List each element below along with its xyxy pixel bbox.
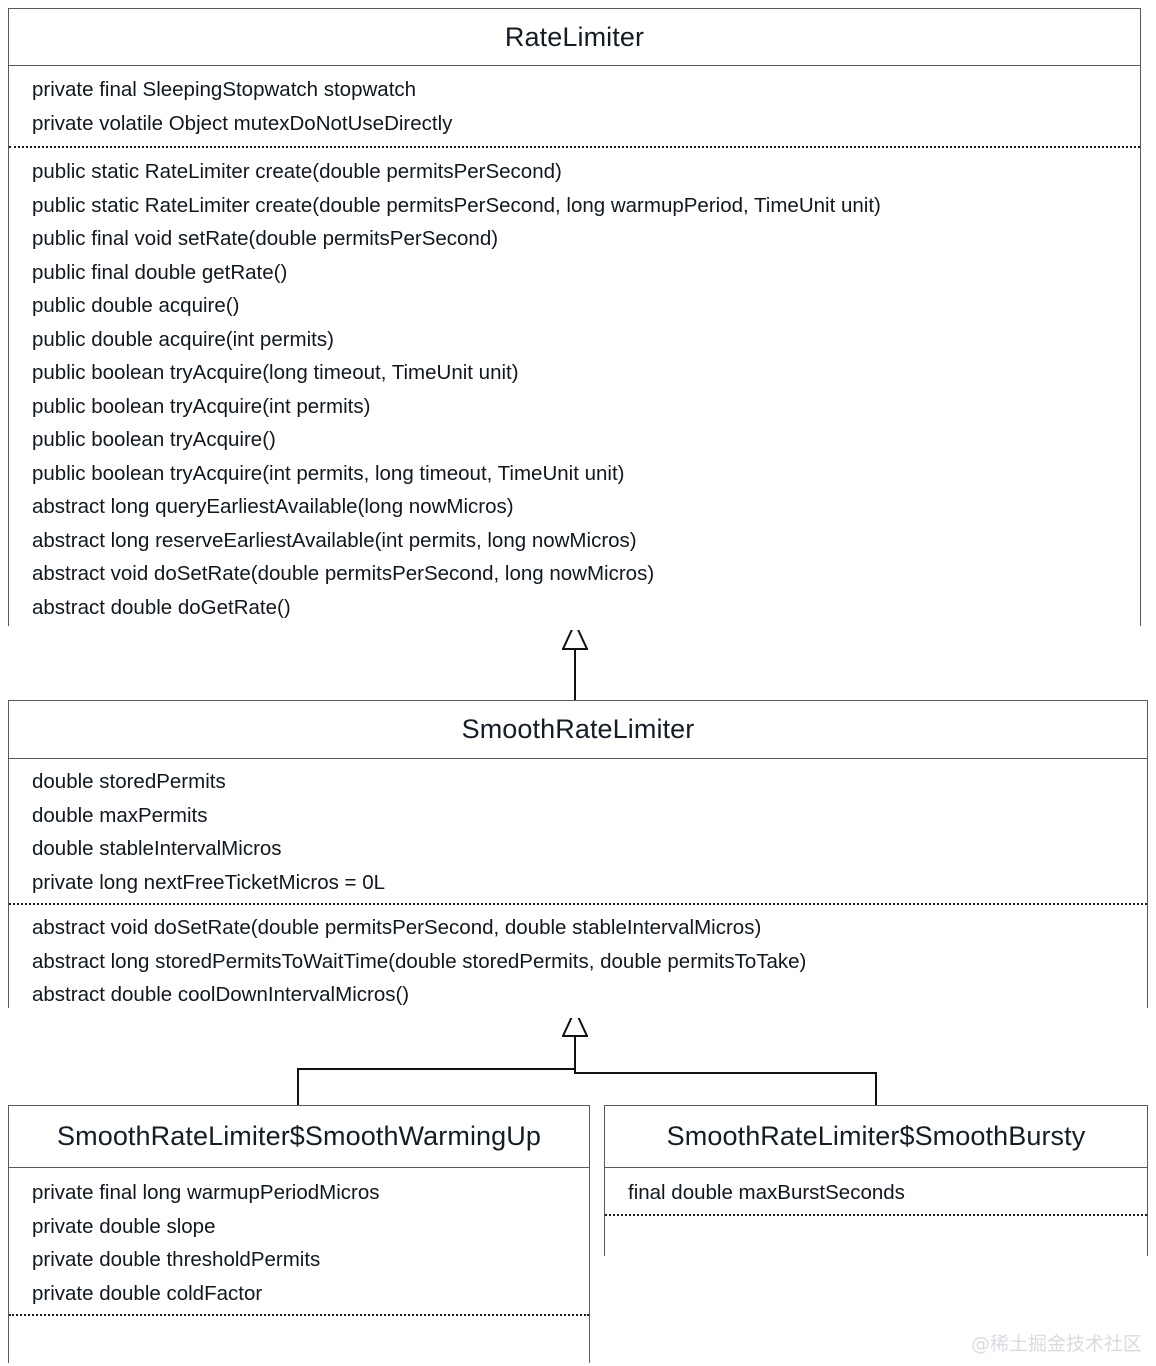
method-row: public boolean tryAcquire(long timeout, …: [32, 361, 519, 384]
class-box-ratelimiter[interactable]: RateLimiter private final SleepingStopwa…: [8, 8, 1141, 630]
generalization-branch-left-vertical: [297, 1068, 299, 1106]
method-row: public static RateLimiter create(double …: [32, 193, 881, 217]
attribute-row: double stableIntervalMicros: [32, 837, 282, 860]
generalization-branch-right-horizontal: [574, 1072, 877, 1074]
method-row: public boolean tryAcquire(): [32, 428, 276, 451]
class-header-smoothbursty: SmoothRateLimiter$SmoothBursty: [605, 1106, 1147, 1168]
generalization-branch-right-vertical: [875, 1072, 877, 1106]
attribute-row: final double maxBurstSeconds: [628, 1181, 905, 1204]
generalization-line-subclass-trunk: [574, 1036, 576, 1072]
class-attributes-smoothbursty: final double maxBurstSeconds: [605, 1168, 1147, 1216]
method-row: abstract long storedPermitsToWaitTime(do…: [32, 949, 807, 973]
method-row: public final void setRate(double permits…: [32, 227, 499, 250]
method-row: abstract double doGetRate(): [32, 595, 291, 619]
attribute-row: private final SleepingStopwatch stopwatc…: [32, 78, 417, 101]
class-header-ratelimiter: RateLimiter: [9, 9, 1140, 66]
attribute-row: private double coldFactor: [32, 1281, 263, 1305]
method-row: abstract void doSetRate(double permitsPe…: [32, 916, 762, 939]
class-title-smoothbursty: SmoothRateLimiter$SmoothBursty: [666, 1121, 1086, 1151]
method-row: public static RateLimiter create(double …: [32, 160, 562, 183]
method-row: public final double getRate(): [32, 260, 288, 284]
method-row: abstract long reserveEarliestAvailable(i…: [32, 528, 637, 552]
class-methods-smoothratelimiter: abstract void doSetRate(double permitsPe…: [9, 905, 1147, 1018]
method-row: abstract long queryEarliestAvailable(lon…: [32, 495, 514, 518]
attribute-row: private volatile Object mutexDoNotUseDir…: [32, 111, 453, 135]
generalization-line-smoothratelimiter: [574, 649, 576, 701]
class-title-ratelimiter: RateLimiter: [504, 21, 645, 52]
attribute-row: private final long warmupPeriodMicros: [32, 1181, 380, 1204]
method-row: abstract double coolDownIntervalMicros(): [32, 983, 410, 1006]
class-methods-ratelimiter: public static RateLimiter create(double …: [9, 148, 1140, 630]
class-title-smoothratelimiter: SmoothRateLimiter: [461, 714, 695, 744]
class-box-smoothbursty[interactable]: SmoothRateLimiter$SmoothBursty final dou…: [604, 1105, 1148, 1258]
method-row: public boolean tryAcquire(int permits): [32, 394, 371, 418]
generalization-branch-left-horizontal: [297, 1068, 576, 1070]
class-attributes-ratelimiter: private final SleepingStopwatch stopwatc…: [9, 66, 1140, 148]
attribute-row: private double slope: [32, 1214, 216, 1238]
class-header-smoothratelimiter: SmoothRateLimiter: [9, 701, 1147, 759]
attribute-row: double maxPermits: [32, 803, 208, 827]
class-attributes-smoothwarmingup: private final long warmupPeriodMicros pr…: [9, 1168, 589, 1316]
method-row: abstract void doSetRate(double permitsPe…: [32, 562, 655, 585]
class-box-smoothratelimiter[interactable]: SmoothRateLimiter double storedPermits d…: [8, 700, 1148, 1018]
generalization-arrowhead-smoothratelimiter: [562, 1009, 588, 1037]
class-methods-smoothwarmingup: [9, 1316, 589, 1366]
generalization-arrowhead-ratelimiter: [562, 622, 588, 650]
attribute-row: private long nextFreeTicketMicros = 0L: [32, 870, 386, 894]
class-methods-smoothbursty: [605, 1215, 1147, 1258]
attribute-row: double storedPermits: [32, 770, 226, 793]
method-row: public boolean tryAcquire(int permits, l…: [32, 461, 625, 485]
attribute-row: private double thresholdPermits: [32, 1248, 321, 1271]
method-row: public double acquire(): [32, 294, 240, 317]
class-box-smoothwarmingup[interactable]: SmoothRateLimiter$SmoothWarmingUp privat…: [8, 1105, 590, 1366]
class-title-smoothwarmingup: SmoothRateLimiter$SmoothWarmingUp: [57, 1121, 541, 1151]
method-row: public double acquire(int permits): [32, 327, 334, 351]
watermark-text: @稀土掘金技术社区: [970, 1333, 1142, 1355]
class-header-smoothwarmingup: SmoothRateLimiter$SmoothWarmingUp: [9, 1106, 589, 1168]
class-attributes-smoothratelimiter: double storedPermits double maxPermits d…: [9, 759, 1147, 905]
